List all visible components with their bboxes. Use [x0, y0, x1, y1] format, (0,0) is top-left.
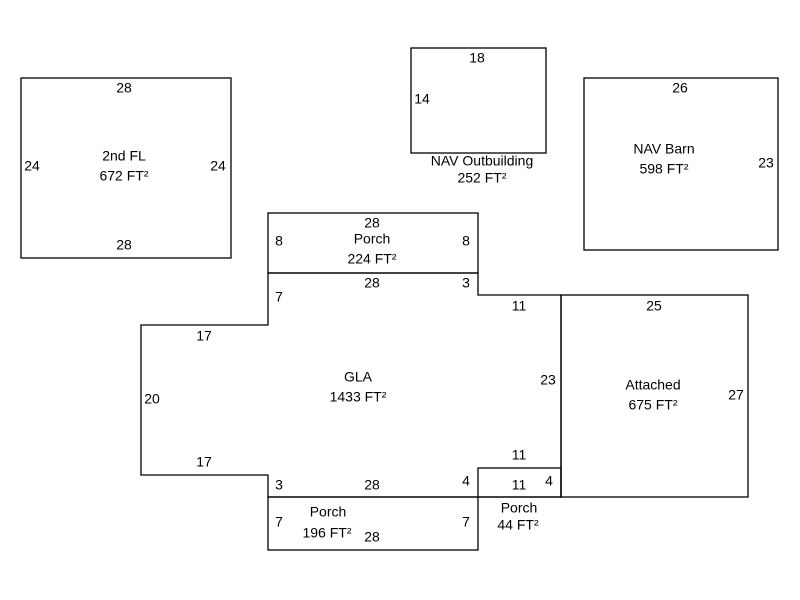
- dimension-label: 17: [196, 454, 212, 470]
- dimension-label: 8: [275, 233, 283, 249]
- dimension-label: 27: [728, 387, 744, 403]
- dimension-label: 28: [364, 529, 380, 545]
- area-attached[interactable]: 25 27 Attached 675 FT²: [560, 294, 749, 498]
- dimension-label: 26: [672, 80, 688, 96]
- area-size: 598 FT²: [639, 161, 688, 177]
- area-size: 44 FT²: [497, 517, 539, 533]
- area-outline: [560, 294, 749, 498]
- dimension-label: 11: [512, 447, 527, 463]
- dimension-label: 28: [364, 477, 380, 493]
- area-gla[interactable]: 28 3 11 7 17 20 17 3 28 4 23 11 GLA 1433…: [140, 272, 562, 498]
- dimension-label: 11: [512, 298, 527, 314]
- area-porch-top[interactable]: 28 8 8 Porch 224 FT²: [267, 212, 479, 274]
- area-2nd-fl[interactable]: 28 28 24 24 2nd FL 672 FT²: [20, 77, 232, 259]
- area-outline: [267, 496, 479, 551]
- area-name: NAV Outbuilding: [431, 153, 533, 169]
- area-size: 196 FT²: [302, 525, 351, 541]
- dimension-label: 3: [275, 477, 283, 493]
- dimension-label: 18: [469, 50, 485, 66]
- dimension-label: 7: [462, 514, 470, 530]
- area-nav-outbuilding[interactable]: 18 14 NAV Outbuilding 252 FT²: [410, 47, 547, 186]
- dimension-label: 4: [462, 473, 470, 489]
- dimension-label: 25: [646, 298, 662, 314]
- area-outline: [477, 467, 562, 498]
- dimension-label: 4: [545, 473, 553, 489]
- area-name: NAV Barn: [633, 141, 694, 157]
- dimension-label: 11: [512, 477, 527, 493]
- area-porch-small[interactable]: 11 4 Porch 44 FT²: [477, 467, 562, 533]
- dimension-label: 23: [540, 372, 556, 388]
- area-size: 1433 FT²: [330, 389, 387, 405]
- area-size: 252 FT²: [457, 170, 506, 186]
- dimension-label: 24: [24, 158, 40, 174]
- area-size: 675 FT²: [628, 397, 677, 413]
- area-name: Attached: [625, 377, 680, 393]
- area-outline: [20, 77, 232, 259]
- dimension-label: 8: [462, 233, 470, 249]
- dimension-label: 3: [462, 275, 470, 291]
- dimension-label: 17: [196, 328, 212, 344]
- area-name: GLA: [344, 369, 373, 385]
- area-size: 224 FT²: [347, 251, 396, 267]
- area-size: 672 FT²: [99, 168, 148, 184]
- area-nav-barn[interactable]: 26 23 NAV Barn 598 FT²: [583, 77, 779, 251]
- dimension-label: 23: [758, 155, 774, 171]
- dimension-label: 14: [414, 91, 430, 107]
- dimension-label: 28: [116, 237, 132, 253]
- area-name: Porch: [310, 504, 347, 520]
- area-name: Porch: [354, 231, 391, 247]
- dimension-label: 7: [275, 514, 283, 530]
- dimension-label: 28: [116, 80, 132, 96]
- area-name: Porch: [501, 500, 538, 516]
- dimension-label: 24: [210, 158, 226, 174]
- dimension-label: 28: [364, 215, 380, 231]
- dimension-label: 20: [144, 391, 160, 407]
- area-outline: [410, 47, 547, 154]
- area-name: 2nd FL: [102, 148, 146, 164]
- area-porch-bottom[interactable]: 28 7 7 Porch 196 FT²: [267, 496, 479, 551]
- dimension-label: 7: [275, 289, 283, 305]
- dimension-label: 28: [364, 275, 380, 291]
- area-outline: [583, 77, 779, 251]
